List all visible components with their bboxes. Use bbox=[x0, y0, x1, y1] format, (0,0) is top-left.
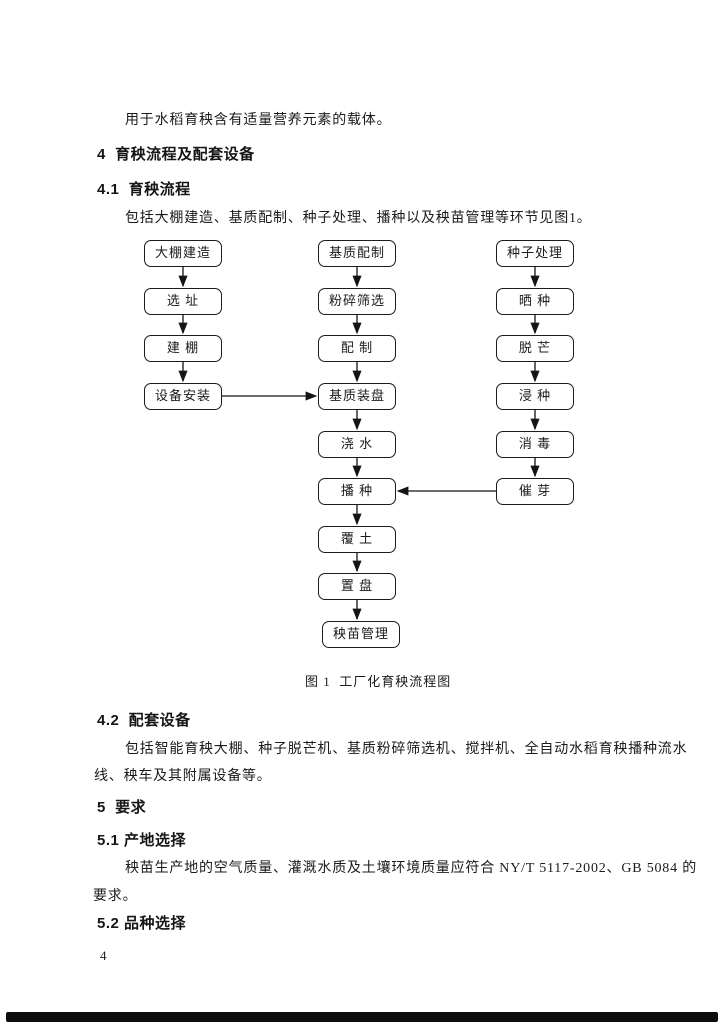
flow-node-soak-seed: 浸 种 bbox=[496, 383, 574, 410]
section-5-1-heading: 5.1 产地选择 bbox=[97, 832, 187, 849]
section-4-heading: 4 育秧流程及配套设备 bbox=[97, 146, 255, 163]
flow-node-crush-sieve: 粉碎筛选 bbox=[318, 288, 396, 315]
flow-node-place-tray: 置 盘 bbox=[318, 573, 396, 600]
section-4-1-body: 包括大棚建造、基质配制、种子处理、播种以及秧苗管理等环节见图1。 bbox=[125, 211, 592, 226]
flow-node-sun-seed: 晒 种 bbox=[496, 288, 574, 315]
section-4-2-heading: 4.2 配套设备 bbox=[97, 712, 191, 729]
flow-node-sow: 播 种 bbox=[318, 478, 396, 505]
flow-node-build-shed: 建 棚 bbox=[144, 335, 222, 362]
flow-node-substrate-tray: 基质装盘 bbox=[318, 383, 396, 410]
page-number: 4 bbox=[100, 948, 107, 963]
flow-node-water: 浇 水 bbox=[318, 431, 396, 458]
flow-node-seed-process: 种子处理 bbox=[496, 240, 574, 267]
flow-node-greenhouse-build: 大棚建造 bbox=[144, 240, 222, 267]
intro-paragraph: 用于水稻育秧含有适量营养元素的载体。 bbox=[125, 113, 392, 128]
section-5-1-body-line-2: 要求。 bbox=[93, 889, 138, 904]
flow-node-de-awn: 脱 芒 bbox=[496, 335, 574, 362]
section-4-2-body-line-2: 线、秧车及其附属设备等。 bbox=[94, 769, 272, 784]
flow-node-equip-install: 设备安装 bbox=[144, 383, 222, 410]
section-4-2-body-line-1: 包括智能育秧大棚、种子脱芒机、基质粉碎筛选机、搅拌机、全自动水稻育秧播种流水 bbox=[125, 742, 688, 757]
flow-node-seedling-mgmt: 秧苗管理 bbox=[322, 621, 400, 648]
flow-node-germinate: 催 芽 bbox=[496, 478, 574, 505]
scan-edge-bar bbox=[6, 1012, 718, 1022]
section-5-1-body-line-1: 秧苗生产地的空气质量、灌溉水质及土壤环境质量应符合 NY/T 5117-2002… bbox=[125, 861, 697, 876]
section-5-heading: 5 要求 bbox=[97, 799, 147, 816]
flow-node-site-select: 选 址 bbox=[144, 288, 222, 315]
section-5-2-heading: 5.2 品种选择 bbox=[97, 915, 187, 932]
flow-node-disinfect: 消 毒 bbox=[496, 431, 574, 458]
flow-node-substrate-prep: 基质配制 bbox=[318, 240, 396, 267]
flow-node-cover-soil: 覆 土 bbox=[318, 526, 396, 553]
section-4-1-heading: 4.1 育秧流程 bbox=[97, 181, 191, 198]
figure-caption: 图 1 工厂化育秧流程图 bbox=[305, 674, 452, 689]
flow-node-mix: 配 制 bbox=[318, 335, 396, 362]
